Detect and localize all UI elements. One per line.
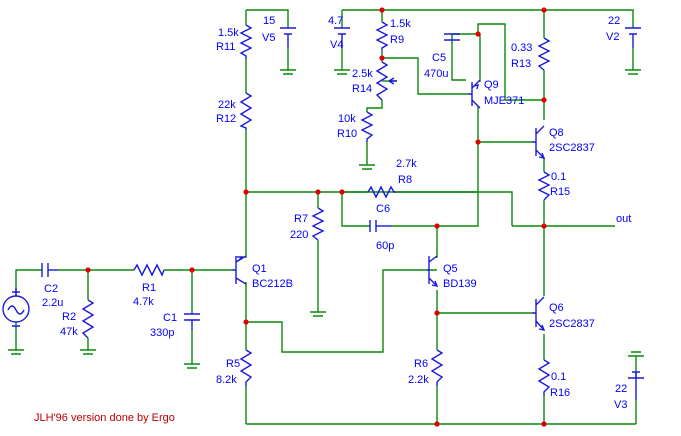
transistor-q6 [532,296,546,331]
r7-label: R7 [294,213,308,225]
battery-v4 [334,27,350,48]
r8-label: R8 [398,174,412,186]
resistor-r15 [537,171,551,201]
transistor-q5 [427,255,439,287]
resistor-r7 [311,207,325,241]
q8-part: 2SC2837 [549,142,595,154]
v4-label: V4 [330,39,343,51]
capacitors [41,33,460,330]
r1-label: R1 [142,282,156,294]
q9-part: MJE371 [484,95,524,107]
ground-symbols [8,69,644,369]
v3-value: 22 [615,383,627,395]
resistor-r9 [375,21,389,50]
capacitor-c2 [41,263,49,277]
v3-label: V3 [614,399,627,411]
r14-value: 2.5k [352,68,373,80]
battery-v5 [280,27,296,48]
c5-label: C5 [432,52,446,64]
r11-label: R11 [216,41,235,53]
resistor-r10 [360,111,374,142]
q6-part: 2SC2837 [549,318,595,330]
r2-label: R2 [62,311,76,323]
resistor-r12 [239,92,253,130]
r10-label: R10 [337,128,357,140]
q6-label: Q6 [549,302,564,314]
battery-v2 [625,27,641,48]
c2-label: C2 [44,283,58,295]
v5-label: V5 [262,32,275,44]
component-labels: 15 V5 4.7 V4 22 V2 22 V3 1.5k R11 22k R1… [42,15,631,411]
capacitor-c6 [369,220,377,232]
resistor-r11 [239,24,253,59]
capacitor-c5 [444,33,460,41]
resistors [81,21,551,396]
transistor-q9 [468,79,481,109]
footer-credit: JLH'96 version done by Ergo [34,412,175,424]
r9-label: R9 [390,34,404,46]
resistor-r16 [537,359,551,396]
resistor-r2 [81,299,95,339]
c1-value: 330p [150,327,174,339]
q1-label: Q1 [252,263,267,275]
c5-value: 470u [424,68,448,80]
r2-value: 47k [60,326,78,338]
resistor-r8 [367,185,396,199]
r7-value: 220 [290,229,308,241]
r14-label: R14 [352,83,372,95]
c6-value: 60p [376,240,394,252]
v2-label: V2 [606,31,619,43]
q5-part: BD139 [443,278,477,290]
r10-value: 10k [338,113,356,125]
r9-value: 1.5k [390,18,411,30]
resistor-r6 [430,349,444,386]
junction-dots [85,7,547,427]
resistor-r1 [133,263,165,277]
battery-v3 [628,371,644,400]
c2-value: 2.2u [42,297,63,309]
output-label: out [616,213,631,225]
r5-label: R5 [226,358,240,370]
resistor-r5 [239,349,253,386]
q1-part: BC212B [252,278,293,290]
capacitor-c1 [184,313,200,321]
v4-value: 4.7 [328,15,343,27]
r16-value: 0.1 [551,371,566,383]
resistor-r13 [537,37,551,71]
r6-value: 2.2k [408,374,429,386]
r15-value: 0.1 [551,171,566,183]
ac-source [2,288,30,327]
r1-value: 4.7k [133,296,154,308]
r15-label: R15 [550,186,570,198]
q5-label: Q5 [443,263,458,275]
r12-value: 22k [218,99,236,111]
c6-label: C6 [376,203,390,215]
r5-value: 8.2k [216,374,237,386]
r13-label: R13 [511,58,531,70]
resistor-r14 [375,61,389,101]
r8-value: 2.7k [396,158,417,170]
q8-label: Q8 [549,127,564,139]
v5-value: 15 [263,15,275,27]
transistor-q1 [232,255,247,285]
r12-label: R12 [216,113,236,125]
r13-value: 0.33 [511,42,532,54]
v2-value: 22 [608,15,620,27]
r16-label: R16 [550,387,570,399]
transistor-q8 [532,125,546,159]
q9-label: Q9 [484,79,499,91]
resistor-r14-wiper [388,77,397,85]
r11-value: 1.5k [218,27,239,39]
r6-label: R6 [414,358,428,370]
wires [15,9,637,425]
c1-label: C1 [163,312,177,324]
